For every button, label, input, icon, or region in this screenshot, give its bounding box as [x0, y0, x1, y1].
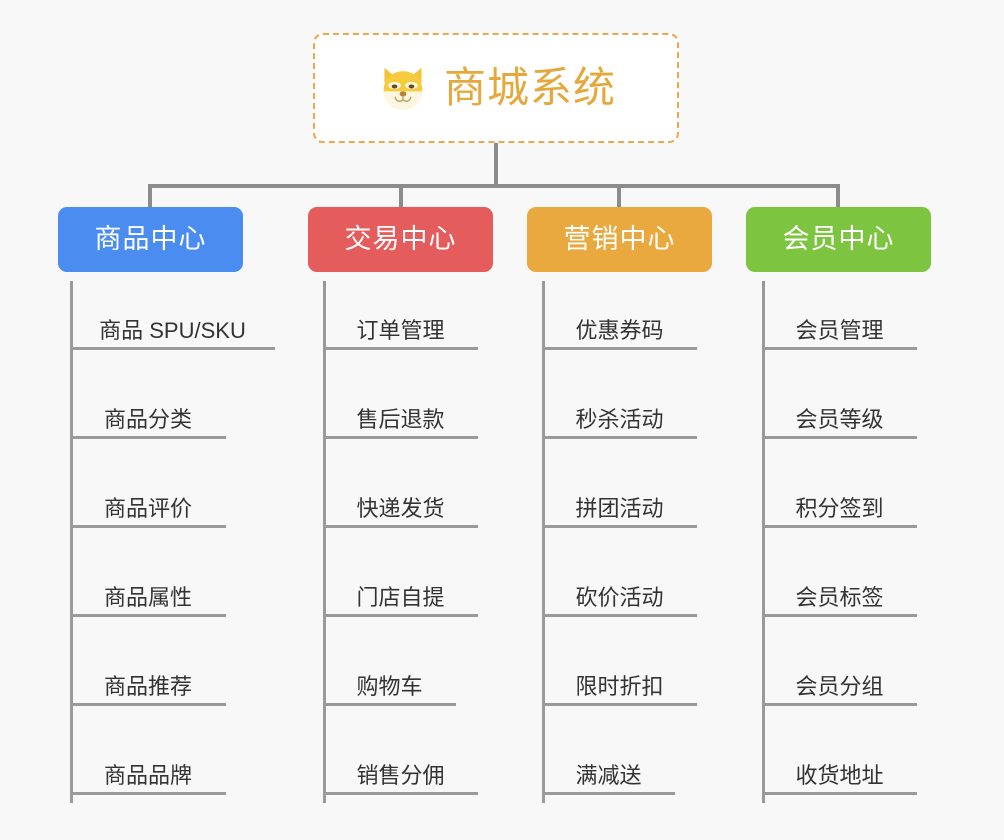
- leaf-item[interactable]: 限时折扣: [542, 656, 697, 706]
- leaf-spine-2: [323, 281, 326, 803]
- leaf-item[interactable]: 会员分组: [762, 656, 917, 706]
- category-label: 营销中心: [563, 224, 676, 254]
- leaf-item[interactable]: 积分签到: [762, 478, 917, 528]
- leaf-item[interactable]: 购物车: [323, 656, 456, 706]
- connector-drop-3: [617, 184, 621, 209]
- leaf-item[interactable]: 门店自提: [323, 567, 478, 617]
- leaf-item[interactable]: 销售分佣: [323, 745, 478, 795]
- leaf-label: 商品属性: [103, 584, 192, 610]
- leaf-label: 会员标签: [795, 584, 884, 610]
- leaf-label: 快递发货: [356, 495, 445, 521]
- leaf-item[interactable]: 快递发货: [323, 478, 478, 528]
- category-header-2[interactable]: 交易中心: [308, 207, 493, 272]
- leaf-label: 积分签到: [795, 495, 884, 521]
- leaf-label: 商品品牌: [103, 762, 192, 788]
- leaf-label: 商品 SPU/SKU: [99, 317, 246, 343]
- leaf-item[interactable]: 商品 SPU/SKU: [70, 300, 275, 350]
- connector-drop-1: [148, 184, 152, 209]
- leaf-item[interactable]: 商品推荐: [70, 656, 226, 706]
- leaf-label: 优惠券码: [575, 317, 664, 343]
- leaf-label: 拼团活动: [575, 495, 664, 521]
- shiba-dog-face-icon: [376, 61, 430, 115]
- leaf-label: 会员分组: [795, 673, 884, 699]
- leaf-label: 会员等级: [795, 406, 884, 432]
- leaf-item[interactable]: 会员标签: [762, 567, 917, 617]
- category-label: 会员中心: [782, 224, 895, 254]
- leaf-label: 订单管理: [356, 317, 445, 343]
- leaf-label: 收货地址: [795, 762, 884, 788]
- category-header-4[interactable]: 会员中心: [746, 207, 931, 272]
- leaf-label: 秒杀活动: [575, 406, 664, 432]
- leaf-label: 售后退款: [356, 406, 445, 432]
- leaf-label: 门店自提: [356, 584, 445, 610]
- leaf-item[interactable]: 会员等级: [762, 389, 917, 439]
- category-label: 商品中心: [94, 224, 207, 254]
- connector-drop-2: [399, 184, 403, 209]
- leaf-label: 砍价活动: [575, 584, 664, 610]
- leaf-label: 购物车: [356, 673, 423, 699]
- leaf-item[interactable]: 优惠券码: [542, 300, 697, 350]
- leaf-item[interactable]: 订单管理: [323, 300, 478, 350]
- category-header-1[interactable]: 商品中心: [58, 207, 243, 272]
- root-node[interactable]: 商城系统: [313, 33, 679, 143]
- leaf-item[interactable]: 商品评价: [70, 478, 226, 528]
- leaf-label: 满减送: [575, 762, 642, 788]
- leaf-label: 销售分佣: [356, 762, 445, 788]
- leaf-item[interactable]: 砍价活动: [542, 567, 697, 617]
- leaf-item[interactable]: 秒杀活动: [542, 389, 697, 439]
- leaf-item[interactable]: 商品属性: [70, 567, 226, 617]
- leaf-item[interactable]: 拼团活动: [542, 478, 697, 528]
- leaf-item[interactable]: 满减送: [542, 745, 675, 795]
- leaf-item[interactable]: 商品分类: [70, 389, 226, 439]
- connector-root-stem: [494, 143, 498, 186]
- leaf-spine-4: [762, 281, 765, 803]
- leaf-item[interactable]: 商品品牌: [70, 745, 226, 795]
- leaf-item[interactable]: 收货地址: [762, 745, 917, 795]
- leaf-spine-1: [70, 281, 73, 803]
- leaf-item[interactable]: 会员管理: [762, 300, 917, 350]
- category-header-3[interactable]: 营销中心: [527, 207, 712, 272]
- leaf-label: 会员管理: [795, 317, 884, 343]
- leaf-label: 商品推荐: [103, 673, 192, 699]
- category-label: 交易中心: [344, 224, 457, 254]
- leaf-item[interactable]: 售后退款: [323, 389, 478, 439]
- leaf-label: 商品评价: [103, 495, 192, 521]
- root-title: 商城系统: [443, 64, 616, 111]
- leaf-label: 商品分类: [103, 406, 192, 432]
- connector-horizontal-bus: [148, 184, 840, 188]
- leaf-spine-3: [542, 281, 545, 803]
- connector-drop-4: [836, 184, 840, 209]
- leaf-label: 限时折扣: [575, 673, 664, 699]
